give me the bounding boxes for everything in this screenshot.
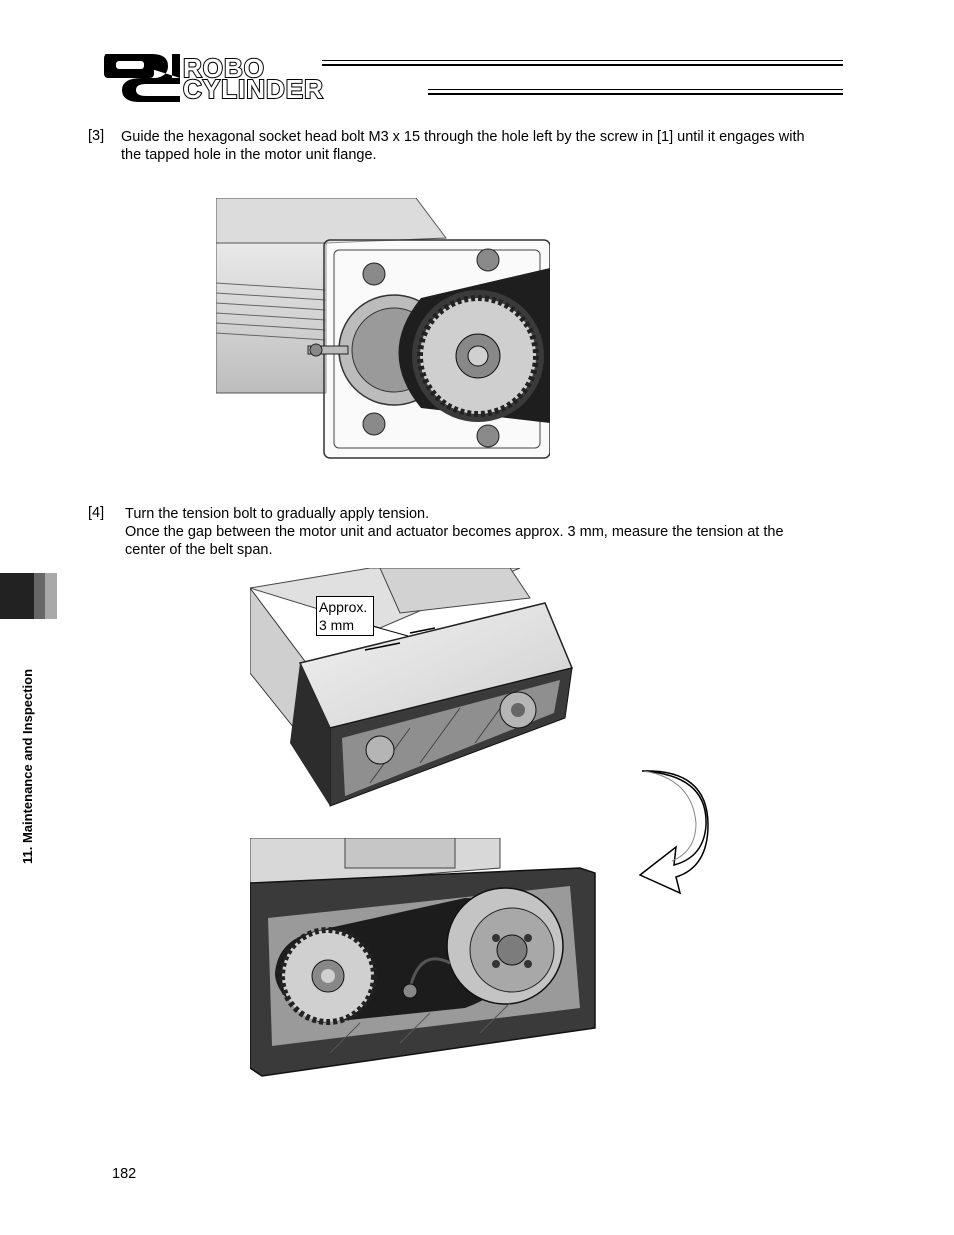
- logo-word-cylinder: CYLINDER: [182, 74, 324, 104]
- step-4-text-line-1: Turn the tension bolt to gradually apply…: [125, 506, 430, 522]
- figure-gap-measurement: [250, 568, 574, 807]
- chapter-tab: [0, 573, 57, 619]
- header-rule-bottom-1: [428, 89, 843, 90]
- rc-logo-icon: [104, 54, 180, 102]
- step-4-text-line-3: center of the belt span.: [125, 542, 273, 558]
- page-number: 182: [112, 1166, 137, 1182]
- header-rule-top-1: [322, 60, 843, 61]
- rotate-arrow-icon: [638, 770, 709, 895]
- step-4-number: [4]: [88, 505, 105, 521]
- step-3-number: [3]: [88, 128, 105, 144]
- figure-rotated-view: [250, 838, 596, 1077]
- step-3-text-line-1: Guide the hexagonal socket head bolt M3 …: [121, 129, 805, 145]
- logo-word-robo: ROBO: [182, 53, 265, 83]
- gap-callout: Approx. 3 mm: [316, 596, 374, 636]
- gap-callout-line-1: Approx.: [319, 599, 368, 615]
- sidebar-section-label: 11. Maintenance and Inspection: [20, 668, 35, 864]
- gap-callout-line-2: 3 mm: [319, 617, 354, 633]
- figure-bolt-insertion: [216, 198, 550, 483]
- header-rule-bottom-2: [428, 93, 843, 95]
- header-rule-top-2: [322, 64, 843, 66]
- step-4-text-line-2: Once the gap between the motor unit and …: [125, 524, 784, 540]
- step-3-text-line-2: the tapped hole in the motor unit flange…: [121, 147, 377, 163]
